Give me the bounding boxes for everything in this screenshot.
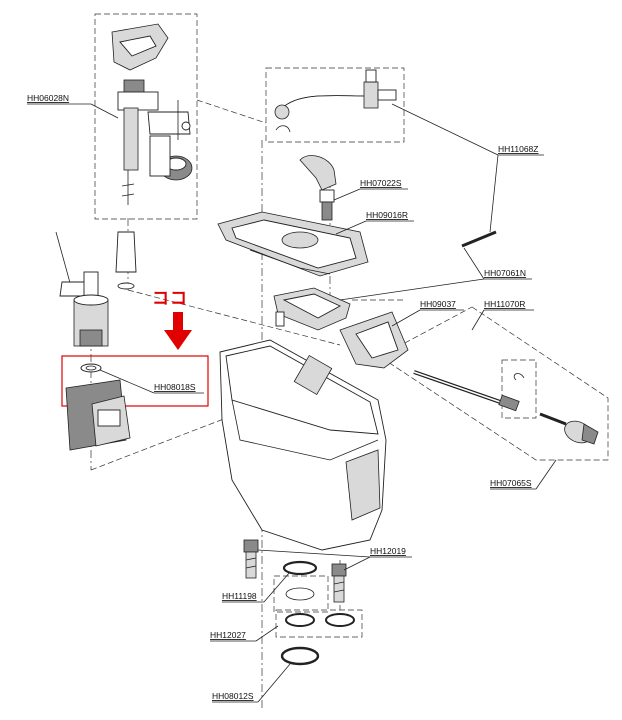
label-hh12027: HH12027 [210,630,246,640]
fill-valve-enclosure [94,13,198,220]
label-hh11198: HH11198 [222,591,257,601]
lever-assembly [413,370,525,412]
lever-clip-enclosure [501,359,537,419]
label-hh07065s: HH07065S [490,478,532,488]
label-hh08012s: HH08012S [212,691,254,701]
gasket-enclosure [273,575,329,613]
gaskets [280,560,355,666]
hose-enclosure [265,67,405,143]
down-arrow-icon [164,312,192,350]
rod [461,230,497,248]
tank-bolt-right [331,563,347,603]
lid-tray [217,211,369,277]
lower-valve-body [65,379,131,451]
label-hh07022s: HH07022S [360,178,402,188]
tank-body [219,339,387,551]
overflow-guide [339,311,409,369]
callout-text: ココ [152,289,188,309]
supply-hose [274,69,397,133]
label-hh09016r: HH09016R [366,210,408,220]
label-hh07061n: HH07061N [484,268,526,278]
label-hh11070r: HH11070R [484,299,525,309]
washer-highlight-box [61,355,209,407]
flush-bracket [273,287,351,331]
label-hh12019: HH12019 [370,546,406,556]
label-hh08018s: HH08018S [154,382,196,392]
leader-lines [27,103,557,703]
lever-enclosure [387,306,609,461]
label-hh09037: HH09037 [420,299,456,309]
tank-bolt-left [243,539,259,579]
label-hh06028n: HH06028N [27,93,69,103]
handle [539,412,599,445]
label-hh11068z: HH11068Z [498,144,538,154]
flush-valve [55,231,137,347]
spout [299,155,337,221]
gasket-pair-enclosure [275,609,363,638]
fill-valve-assembly [111,23,193,205]
